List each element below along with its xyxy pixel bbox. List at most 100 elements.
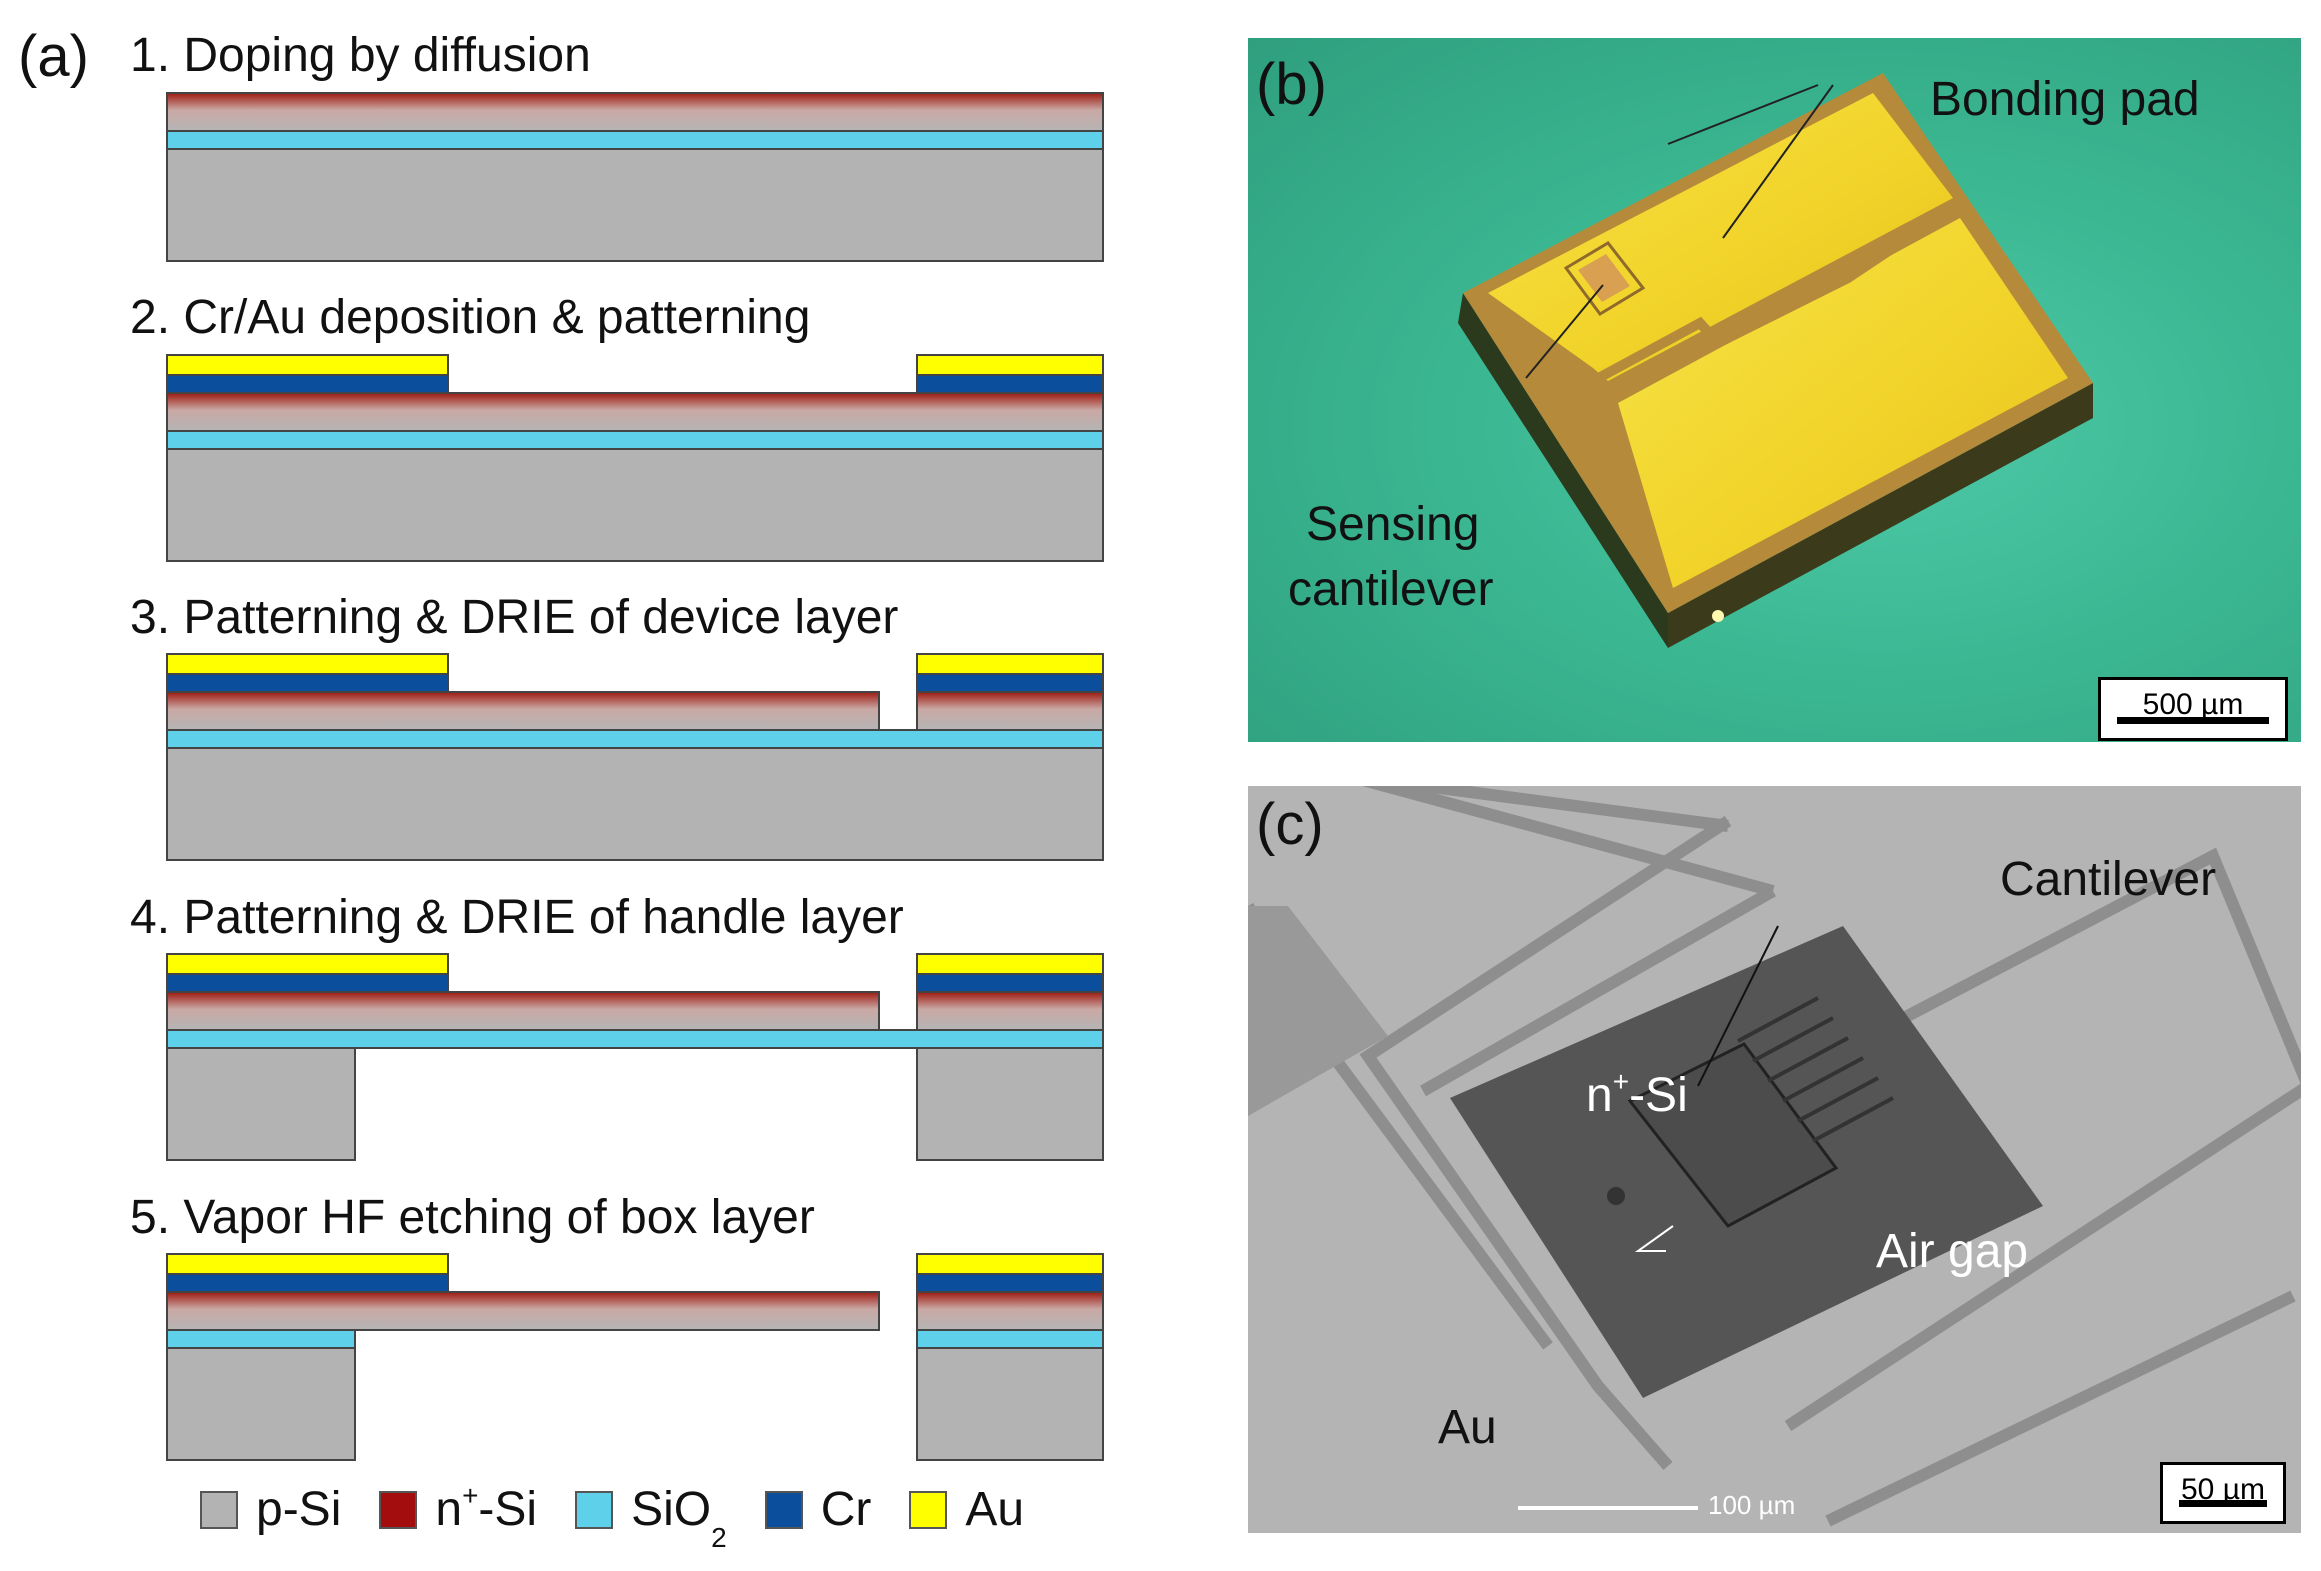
legend-item-p-si: p-Si — [200, 1486, 341, 1534]
legend-label-sio2: SiO2 — [631, 1483, 727, 1553]
step-1-device-layer — [166, 92, 1104, 132]
left-dark-region — [1248, 906, 1388, 1116]
device-photo-drawing — [1458, 73, 2093, 648]
step-2-cr-left — [166, 374, 449, 394]
legend-item-cr: Cr — [764, 1486, 871, 1534]
outer-groove-2 — [1359, 815, 1732, 1470]
bonding-pad-label: Bonding pad — [1930, 73, 2200, 126]
step-5-box-right — [916, 1329, 1104, 1349]
trace-right-2 — [1825, 1290, 2296, 1527]
bonding-pad-leader-2 — [1722, 84, 1834, 239]
step-3-handle-layer — [166, 747, 1104, 861]
legend-label-au: Au — [965, 1483, 1025, 1536]
step-1-box-layer — [166, 130, 1104, 150]
step-1-handle-layer — [166, 148, 1104, 262]
cantilever-leader — [1697, 925, 1779, 1087]
step-5-au-right — [916, 1253, 1104, 1275]
scale-bar-b-bar — [2117, 717, 2269, 724]
comb-finger-2 — [1752, 1016, 1834, 1063]
step-2-stack — [166, 354, 1104, 562]
trace-right-1 — [1784, 847, 2301, 1432]
sensor-inner — [1578, 254, 1630, 302]
step-3-au-right — [916, 653, 1104, 675]
step-2-handle-layer — [166, 448, 1104, 562]
step-4-stack — [166, 953, 1104, 1161]
legend-label-n-si: n+-Si — [435, 1480, 538, 1536]
air-gap-arrow — [1634, 1225, 1674, 1252]
comb-finger-4 — [1782, 1056, 1864, 1103]
chip-side-right — [1668, 383, 2093, 648]
scale-bar-b: 500 µm — [2098, 677, 2288, 741]
panel-a-label: (a) — [18, 24, 89, 89]
step-4-au-left — [166, 953, 449, 975]
step-5-device-right — [916, 1291, 1104, 1331]
sem-scale-line — [1518, 1506, 1698, 1510]
outer-groove-4 — [1361, 786, 1775, 897]
step-4-title: 4. Patterning & DRIE of handle layer — [130, 891, 904, 944]
bonding-pad-bottom — [1618, 218, 2068, 588]
cantilever-label: Cantilever — [2000, 853, 2217, 906]
sem-scale-label: 100 µm — [1708, 1490, 1796, 1520]
step-5-stack — [166, 1253, 1104, 1461]
comb-finger-1 — [1737, 996, 1819, 1043]
step-5-cr-left — [166, 1273, 449, 1293]
legend-swatch-au — [909, 1491, 948, 1529]
chip-side-left — [1458, 293, 1668, 648]
sensing-label-line1: Sensing — [1306, 498, 1480, 551]
scale-bar-b-text: 500 µm — [2142, 688, 2244, 721]
step-4-handle-left — [166, 1047, 356, 1161]
scale-bar-c: 50 µm — [2160, 1462, 2286, 1524]
step-5-title: 5. Vapor HF etching of box layer — [130, 1191, 815, 1244]
sem-image-panel: (c) Cantilever n+-Si Air gap Au 100 µm 5… — [1248, 786, 2301, 1533]
step-2-box-layer — [166, 430, 1104, 450]
step-5-handle-left — [166, 1347, 356, 1461]
outer-groove-1 — [1378, 786, 1729, 832]
step-5-handle-right — [916, 1347, 1104, 1461]
step-4-cr-right — [916, 973, 1104, 993]
sem-dust — [1607, 1187, 1625, 1205]
step-3-device-right — [916, 691, 1104, 731]
step-5-au-left — [166, 1253, 449, 1275]
legend-item-n-si: n+-Si — [379, 1480, 538, 1536]
step-5-cr-right — [916, 1273, 1104, 1293]
n-si-label: n+-Si — [1586, 1066, 1688, 1122]
comb-finger-6 — [1812, 1096, 1894, 1143]
comb-finger-5 — [1797, 1076, 1879, 1123]
step-4-cr-left — [166, 973, 449, 993]
step-4-handle-right — [916, 1047, 1104, 1161]
outer-groove-3 — [1420, 885, 1776, 1097]
bonding-pad-leader-1 — [1667, 84, 1819, 145]
legend-label-p-si: p-Si — [256, 1483, 342, 1536]
process-flow-diagram — [166, 92, 1104, 1461]
device-photo-panel: (b) Bonding pad Sensing cantilever 500 µ… — [1248, 38, 2301, 742]
step-3-cr-right — [916, 673, 1104, 693]
legend-swatch-cr — [764, 1491, 803, 1529]
step-2-title: 2. Cr/Au deposition & patterning — [130, 291, 811, 344]
sem-drawing — [1248, 786, 2301, 1527]
legend-swatch-n-si — [379, 1491, 418, 1529]
step-5-device-left — [166, 1291, 880, 1331]
material-legend: p-Si n+-Si SiO2 Cr Au — [200, 1480, 1062, 1553]
legend-item-sio2: SiO2 — [575, 1483, 727, 1553]
reflection-spot — [1712, 610, 1724, 622]
panel-c-label: (c) — [1256, 792, 1324, 857]
sensor-frame — [1563, 241, 1646, 316]
legend-item-au: Au — [909, 1486, 1024, 1534]
step-3-box-layer — [166, 729, 1104, 749]
step-3-au-left — [166, 653, 449, 675]
step-1-stack — [166, 92, 1104, 262]
step-4-device-left — [166, 991, 880, 1031]
step-3-stack — [166, 653, 1104, 861]
legend-swatch-sio2 — [575, 1491, 614, 1529]
step-4-device-right — [916, 991, 1104, 1031]
sensing-label-line2: cantilever — [1288, 563, 1494, 616]
sensing-leader — [1525, 284, 1604, 379]
step-2-cr-right — [916, 374, 1104, 394]
legend-swatch-p-si — [200, 1491, 238, 1529]
step-4-box-layer — [166, 1029, 1104, 1049]
step-2-device-layer — [166, 392, 1104, 432]
step-3-cr-left — [166, 673, 449, 693]
step-2-au-right — [916, 354, 1104, 376]
trace-gap — [1590, 203, 1956, 386]
air-gap-label: Air gap — [1876, 1225, 2029, 1278]
